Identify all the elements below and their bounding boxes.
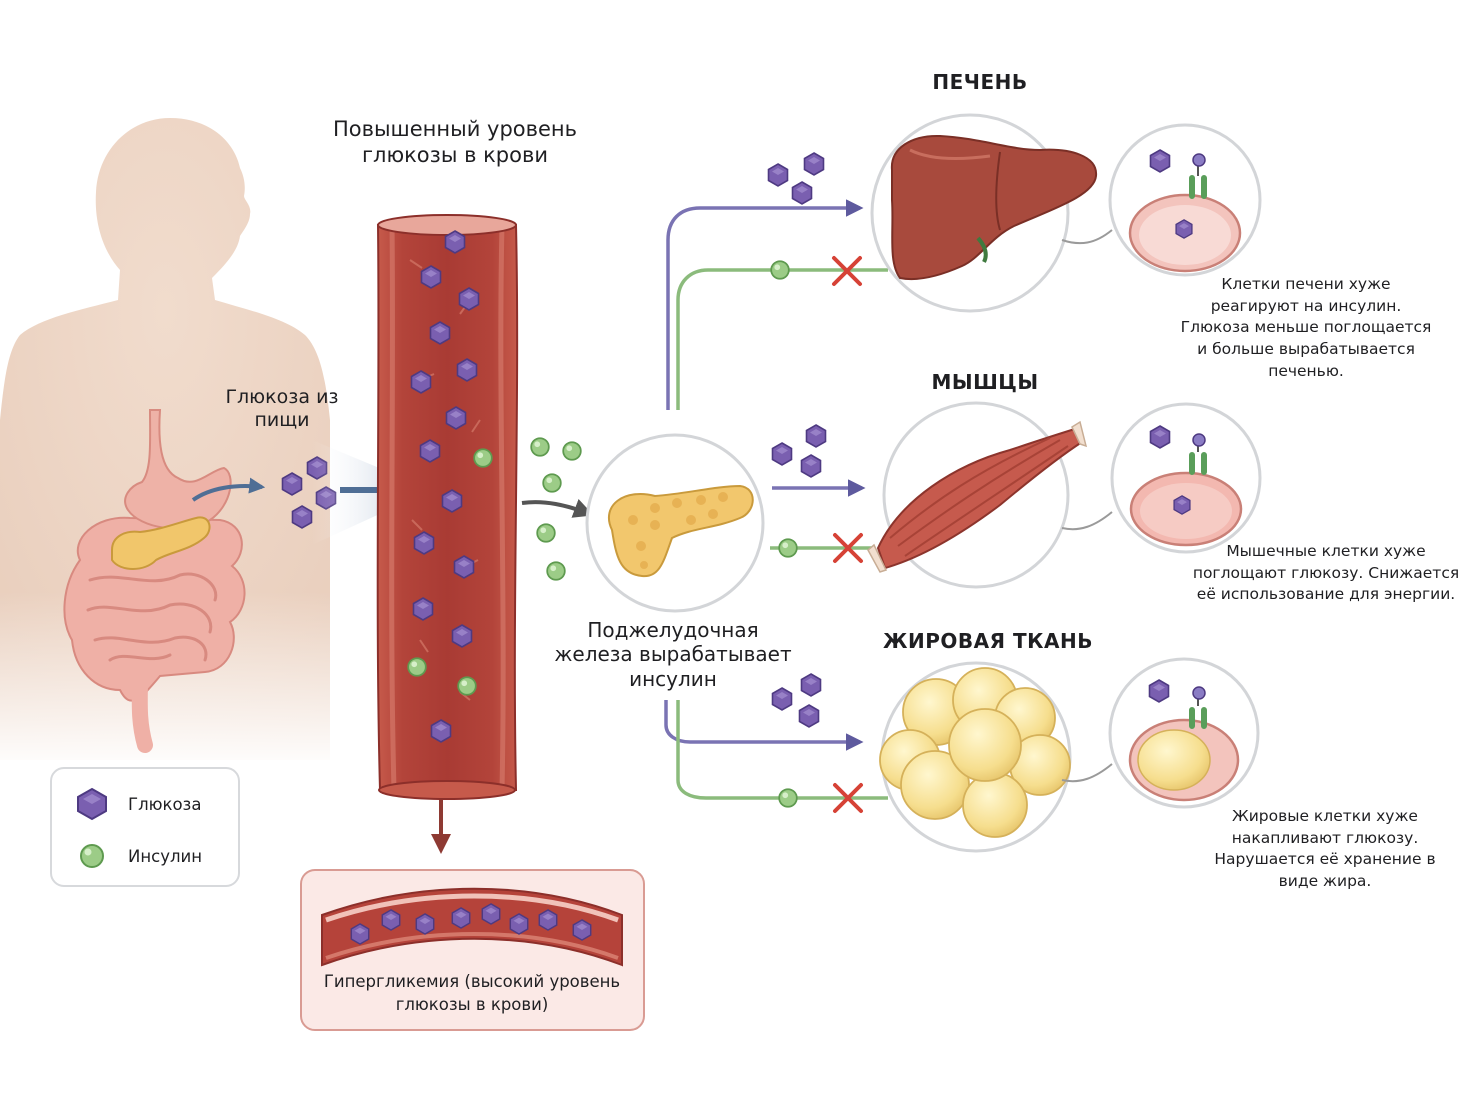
insulin-ball-icon [80, 844, 104, 868]
flow-lines [664, 199, 888, 800]
legend-insulin-label: Инсулин [128, 846, 203, 866]
legend: Глюкоза Инсулин [50, 767, 240, 887]
insulin-receptor-icon [1189, 153, 1207, 199]
fat-cells-icon [879, 667, 1071, 838]
intestine-icon [63, 516, 246, 753]
pancreas-detail-icon [607, 484, 754, 578]
legend-insulin: Инсулин [74, 839, 202, 873]
glucose-hexagon-icon [77, 787, 107, 821]
to-pancreas-arrow [521, 499, 594, 518]
block-x-group [832, 256, 863, 813]
fat-title: ЖИРОВАЯ ТКАНЬ [883, 629, 1093, 653]
fat-description: Жировые клетки хуже накапливают глюкозу.… [1214, 807, 1436, 891]
liver-description: Клетки печени хуже реагируют на инсулин.… [1180, 275, 1432, 380]
pancreas-label: Поджелудочная железа вырабатывает инсули… [554, 618, 792, 691]
insulin-receptor-icon [1189, 686, 1207, 729]
blood-glucose-label: Повышенный уровень глюкозы в крови [332, 117, 578, 167]
hyperglycemia-box [300, 869, 645, 1031]
liver-cell-icon [1108, 123, 1262, 277]
muscle-icon [867, 420, 1088, 573]
stomach-icon [124, 409, 232, 530]
fat-cell-icon [1108, 657, 1260, 809]
muscle-title: МЫШЦЫ [931, 370, 1039, 394]
legend-glucose-label: Глюкоза [128, 794, 202, 814]
liver-icon [890, 134, 1098, 281]
flow-insulin-group [770, 260, 798, 808]
legend-glucose: Глюкоза [74, 787, 201, 821]
liver-zoom-line [1061, 229, 1113, 245]
pancreas-icon [111, 516, 211, 570]
liver-title: ПЕЧЕНЬ [932, 70, 1028, 94]
muscle-description: Мышечные клетки хуже поглощают глюкозу. … [1192, 542, 1460, 604]
food-arrow [191, 477, 266, 502]
muscle-zoom-line [1061, 511, 1113, 531]
muscle-cell-icon [1110, 402, 1262, 554]
food-glucose-label: Глюкоза из пищи [225, 386, 339, 432]
fat-zoom-line [1061, 763, 1113, 783]
hyperglycemia-label: Гипергликемия (высокий уровень глюкозы в… [323, 972, 621, 1015]
insulin-receptor-icon [1189, 433, 1207, 475]
